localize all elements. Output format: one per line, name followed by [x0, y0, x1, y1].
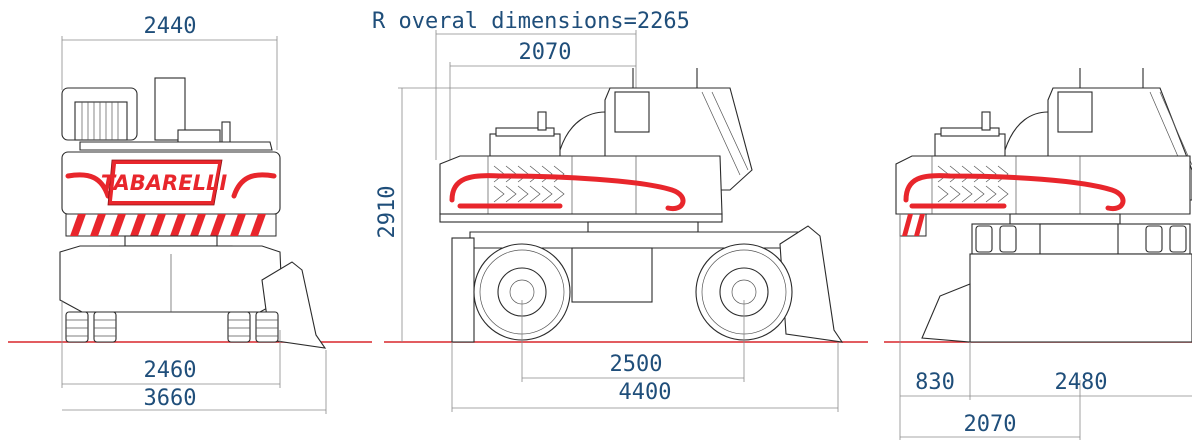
front-overall-width-label: 3660 [144, 386, 197, 411]
rear-upper-body [895, 155, 1191, 215]
radius-overall-label: R overal dimensions=2265 [372, 9, 690, 34]
rear-lower-body [969, 253, 1192, 343]
rear-track-rollers [975, 225, 1187, 253]
side-red-stripe [449, 173, 686, 212]
side-wheelbase-label: 2500 [610, 352, 663, 377]
rear-red-stripe [903, 173, 1126, 212]
rear-offset-label: 830 [915, 370, 955, 395]
side-height-label: 2910 [375, 186, 400, 239]
front-track-width-label: 2460 [144, 358, 197, 383]
side-upper-body [439, 155, 723, 215]
side-blade [779, 225, 844, 343]
side-cab-width-label: 2070 [519, 40, 572, 65]
rear-view: 830 2480 2070 [884, 68, 1192, 440]
rear-blade [921, 283, 971, 343]
rear-base-width-label: 2480 [1055, 370, 1108, 395]
side-stabilizer [451, 237, 475, 343]
front-view: 2440 TABARELLI [8, 14, 372, 414]
side-view: R overal dimensions=2265 2070 2910 [372, 9, 868, 412]
rear-cab-width-label: 2070 [964, 412, 1017, 437]
tabarelli-logo: TABARELLI [101, 171, 227, 195]
front-wheels [65, 311, 279, 343]
front-grille [81, 102, 119, 140]
side-front-wheel [695, 243, 793, 341]
side-overall-length-label: 4400 [619, 380, 672, 405]
front-top-width-label: 2440 [144, 14, 197, 39]
